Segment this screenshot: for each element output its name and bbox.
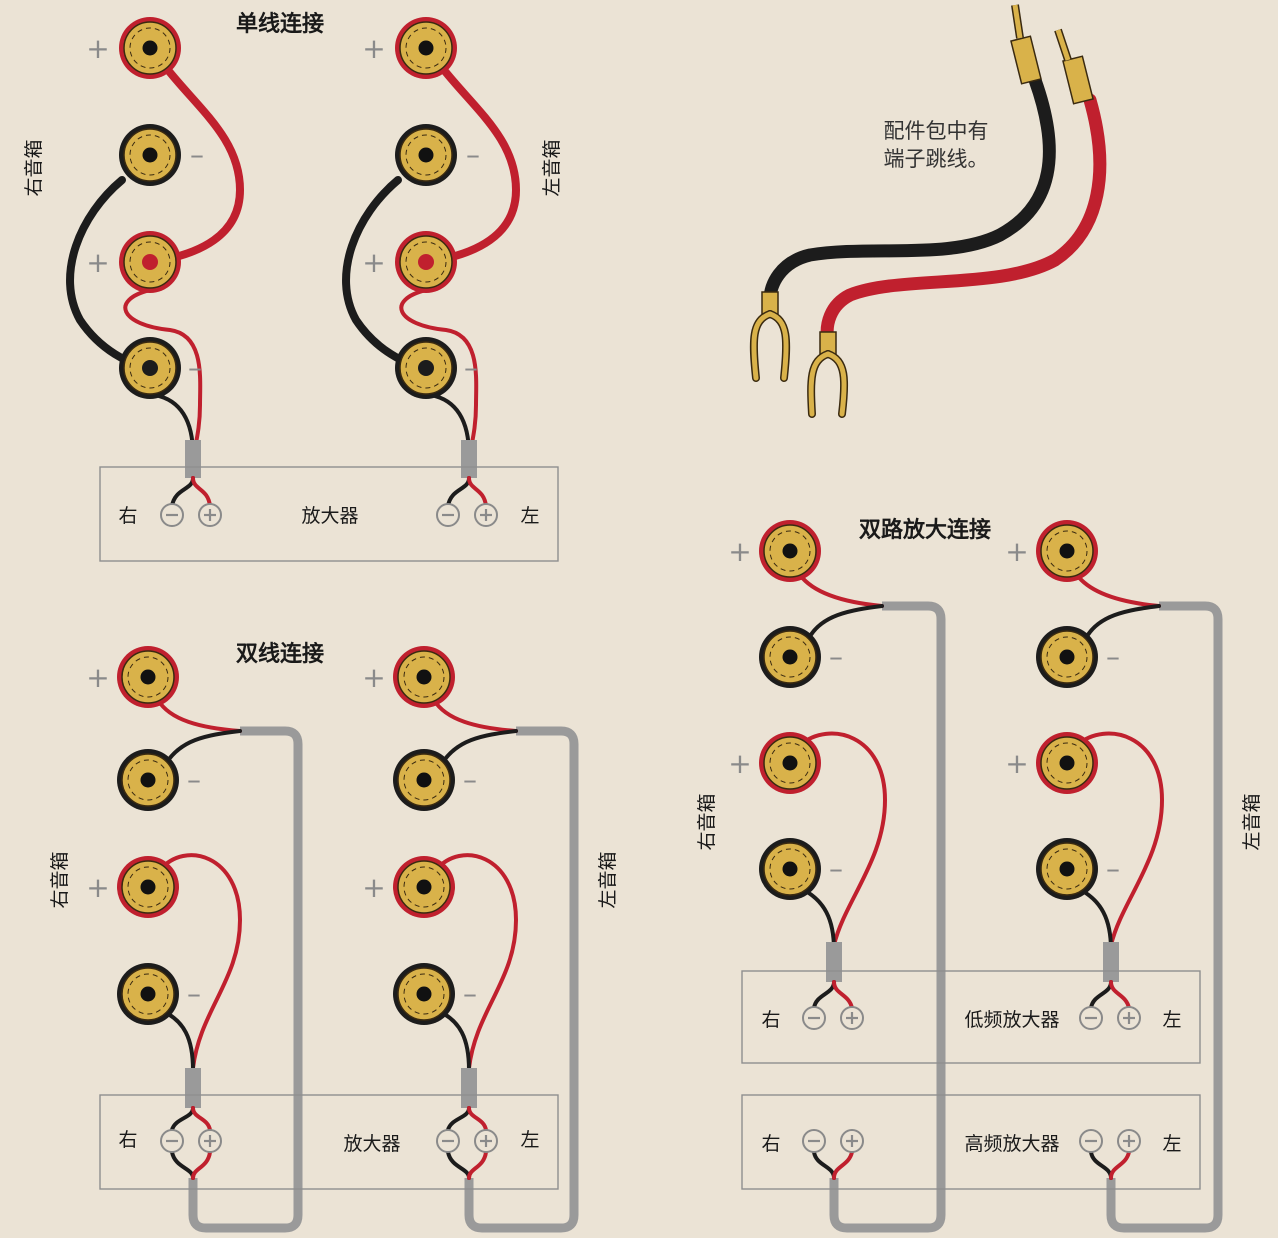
low-amp-right-label: 右 xyxy=(761,1009,780,1031)
bi-amp-right-speaker: + – + – 右音箱 xyxy=(696,519,946,1233)
amp-negative-terminal xyxy=(435,502,461,528)
bi-wire-amp-right-label: 右 xyxy=(118,1129,137,1151)
biamp-left-pos-hf-terminal xyxy=(1035,519,1099,583)
single-amp-right-label: 右 xyxy=(118,505,137,527)
bi-wire-right-speaker-label: 右音箱 xyxy=(49,851,71,908)
bi-wire-amp-left-label: 左 xyxy=(520,1129,539,1151)
biamp-right-neg-lf-terminal xyxy=(758,837,822,901)
single-amp-label: 放大器 xyxy=(301,505,358,527)
amp-negative-terminal xyxy=(159,502,185,528)
plus-sign: + xyxy=(728,535,751,568)
high-amp-left-label: 左 xyxy=(1162,1133,1181,1155)
amp-positive-terminal xyxy=(197,1128,223,1154)
biwire-right-pos-lf-terminal xyxy=(116,855,180,919)
amp-positive-terminal xyxy=(197,502,223,528)
minus-sign: – xyxy=(829,852,843,885)
biamp-right-pos-hf-terminal xyxy=(758,519,822,583)
plus-sign: + xyxy=(1005,747,1028,780)
biwire-left-pos-hf-terminal xyxy=(392,645,456,709)
plus-sign: + xyxy=(362,246,385,279)
high-amp-label: 高频放大器 xyxy=(964,1133,1059,1155)
single-left-pos-hf-terminal xyxy=(394,16,458,80)
bi-amp-section: 双路放大连接 + – + – 右音箱 xyxy=(696,517,1263,1233)
amp-positive-terminal xyxy=(473,502,499,528)
single-wire-title: 单线连接 xyxy=(236,11,324,37)
biwire-left-pos-lf-terminal xyxy=(392,855,456,919)
biamp-right-pos-lf-terminal xyxy=(758,731,822,795)
minus-sign: – xyxy=(187,763,201,796)
high-frequency-amplifier-box xyxy=(741,1094,1201,1190)
jumper-cable-illustration: 配件包中有 端子跳线。 xyxy=(749,4,1107,418)
bi-wire-left-speaker-label: 左音箱 xyxy=(597,851,619,908)
bi-wire-right-speaker: + – + – 右音箱 xyxy=(49,645,303,1233)
plus-sign: + xyxy=(362,661,385,694)
low-amp-left-label: 左 xyxy=(1162,1009,1181,1031)
single-amplifier-box xyxy=(99,466,559,562)
amp-negative-terminal xyxy=(801,1128,827,1154)
single-left-neg-hf-terminal xyxy=(394,123,458,187)
accessory-note-line1: 配件包中有 xyxy=(884,119,989,143)
plus-sign: + xyxy=(1005,535,1028,568)
plus-sign: + xyxy=(86,871,109,904)
biamp-right-neg-hf-terminal xyxy=(758,625,822,689)
plus-sign: + xyxy=(86,661,109,694)
minus-sign: – xyxy=(463,977,477,1010)
bi-wire-section: 双线连接 + – + – 右音箱 xyxy=(49,641,619,1233)
amp-positive-terminal xyxy=(473,1128,499,1154)
amp-positive-terminal xyxy=(1116,1005,1142,1031)
low-frequency-amplifier-box xyxy=(741,970,1201,1064)
plus-sign: + xyxy=(86,246,109,279)
amp-negative-terminal xyxy=(159,1128,185,1154)
biwire-right-pos-hf-terminal xyxy=(116,645,180,709)
plus-sign: + xyxy=(362,871,385,904)
bi-wire-left-speaker: + – + – 左音箱 xyxy=(362,645,619,1233)
amp-positive-terminal xyxy=(839,1128,865,1154)
bi-amp-right-speaker-label: 右音箱 xyxy=(696,793,718,850)
minus-sign: – xyxy=(1106,852,1120,885)
minus-sign: – xyxy=(190,138,204,171)
minus-sign: – xyxy=(463,763,477,796)
bi-amp-left-speaker: + – + – 左音箱 xyxy=(1005,519,1263,1233)
amp-negative-terminal xyxy=(435,1128,461,1154)
biwire-left-neg-hf-terminal xyxy=(392,748,456,812)
single-right-speaker-label: 右音箱 xyxy=(23,139,45,196)
biwire-left-neg-lf-terminal xyxy=(392,962,456,1026)
amp-negative-terminal xyxy=(1078,1128,1104,1154)
bi-wire-title: 双线连接 xyxy=(236,641,324,667)
single-right-neg-hf-terminal xyxy=(118,123,182,187)
high-amp-right-label: 右 xyxy=(761,1133,780,1155)
accessory-note-line2: 端子跳线。 xyxy=(884,147,989,171)
biwire-right-neg-hf-terminal xyxy=(116,748,180,812)
biamp-left-pos-lf-terminal xyxy=(1035,731,1099,795)
bi-wire-amplifier-box xyxy=(99,1094,559,1190)
single-wire-section: 单线连接 + – + – 右音箱 xyxy=(23,11,563,562)
bi-amp-title: 双路放大连接 xyxy=(859,517,991,543)
minus-sign: – xyxy=(829,640,843,673)
biamp-left-neg-hf-terminal xyxy=(1035,625,1099,689)
minus-sign: – xyxy=(464,351,478,384)
amp-negative-terminal xyxy=(801,1005,827,1031)
plus-sign: + xyxy=(728,747,751,780)
biamp-left-neg-lf-terminal xyxy=(1035,837,1099,901)
amp-positive-terminal xyxy=(1116,1128,1142,1154)
bi-amp-left-speaker-label: 左音箱 xyxy=(1241,793,1263,850)
minus-sign: – xyxy=(466,138,480,171)
plus-sign: + xyxy=(362,32,385,65)
amp-negative-terminal xyxy=(1078,1005,1104,1031)
plus-sign: + xyxy=(86,32,109,65)
bi-wire-amp-label: 放大器 xyxy=(343,1133,400,1155)
low-amp-label: 低频放大器 xyxy=(964,1009,1059,1031)
single-amp-left-label: 左 xyxy=(520,505,539,527)
single-left-speaker-label: 左音箱 xyxy=(541,139,563,196)
minus-sign: – xyxy=(1106,640,1120,673)
minus-sign: – xyxy=(188,351,202,384)
single-right-speaker: + – + – 右音箱 xyxy=(23,16,245,478)
minus-sign: – xyxy=(187,977,201,1010)
biwire-right-neg-lf-terminal xyxy=(116,962,180,1026)
single-left-speaker: + – + – 左音箱 xyxy=(342,16,563,478)
single-right-pos-hf-terminal xyxy=(118,16,182,80)
amp-positive-terminal xyxy=(839,1005,865,1031)
